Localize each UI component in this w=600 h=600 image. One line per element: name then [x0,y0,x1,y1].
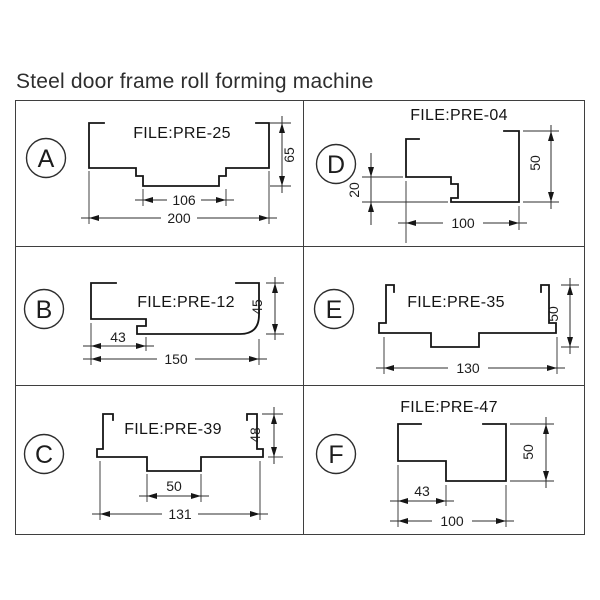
dimension-50-c: 50 [139,474,209,502]
file-label-b: FILE:PRE-12 [137,294,235,311]
dim-height-label-b: 45 [249,299,265,315]
panel-letter-a: A [38,145,55,173]
dim-width-label-e: 130 [456,360,480,376]
panel-letter-c: C [35,441,53,469]
dimension-50-e: 50 [545,278,579,354]
file-label-c: FILE:PRE-39 [124,421,222,438]
dimension-50-d: 50 [523,125,559,209]
letter-badge-a [25,137,67,179]
dimension-43-f: 43 [390,465,454,527]
dim-width-label-b: 150 [164,351,188,367]
dim-step-height-label-d: 20 [346,182,362,198]
panel-letter-b: B [36,296,53,324]
file-label-f: FILE:PRE-47 [400,399,498,416]
profile-outline-d [405,130,520,203]
panel-a-cell: A FILE:PRE-25 65 106 [16,101,304,247]
dimension-45: 45 [249,277,284,340]
panel-c-cell: C FILE:PRE-39 48 50 [16,386,304,534]
panel-f-drawing: F FILE:PRE-47 50 43 [315,399,554,529]
letter-badge-c [23,433,65,475]
panel-b-cell: B FILE:PRE-12 43 150 [16,247,304,386]
dim-width-label-f: 100 [440,513,464,529]
dim-step-width-label-f: 43 [414,483,430,499]
dim-height-label-c: 48 [247,427,263,443]
letter-badge-f [315,433,357,475]
file-label-e: FILE:PRE-35 [407,294,505,311]
dim-width-label-d: 100 [451,215,475,231]
dim-height-label-e: 50 [545,306,561,322]
panel-b-drawing: B FILE:PRE-12 43 150 [23,277,284,367]
panel-letter-d: D [327,151,345,179]
dim-height-label-d: 50 [527,155,543,171]
diagram-grid: A FILE:PRE-25 65 106 [15,100,585,535]
dimension-131: 131 [92,461,268,522]
panel-e-cell: E FILE:PRE-35 50 130 [304,247,584,386]
dimension-65: 65 [270,116,297,193]
dim-height-label-a: 65 [281,147,297,163]
dim-channel-width-label-c: 50 [166,478,182,494]
profile-outline-c [96,413,264,472]
panel-c-drawing: C FILE:PRE-39 48 50 [23,407,283,522]
panel-e-drawing: E FILE:PRE-35 50 130 [313,278,579,376]
dimension-100-f: 100 [390,485,514,529]
letter-badge-b [23,288,65,330]
profile-outline-e [378,284,557,348]
dim-width-label-c: 131 [168,506,192,522]
letter-badge-e [313,288,355,330]
dim-inner-width-label-a: 106 [172,192,196,208]
file-label-d: FILE:PRE-04 [410,107,508,124]
panel-a-drawing: A FILE:PRE-25 65 106 [25,116,297,226]
letter-badge-d [315,143,357,185]
panel-letter-f: F [328,441,343,469]
dimension-50-f: 50 [510,417,554,488]
page-title: Steel door frame roll forming machine [16,70,374,93]
dimension-130: 130 [376,337,565,376]
profile-outline-a [88,122,270,187]
dimension-106: 106 [135,189,234,208]
dim-step-width-label-b: 43 [110,329,126,345]
dimension-48: 48 [247,407,283,464]
file-label-a: FILE:PRE-25 [133,125,231,142]
dimension-20: 20 [346,153,448,225]
panel-letter-e: E [326,296,343,324]
profile-outline-f [397,423,507,482]
dim-outer-width-label-a: 200 [167,210,191,226]
panel-d-drawing: D FILE:PRE-04 20 50 [315,107,559,243]
dim-height-label-f: 50 [520,444,536,460]
dimension-150: 150 [83,339,267,367]
dimension-200: 200 [81,171,277,226]
panel-f-cell: F FILE:PRE-47 50 43 [304,386,584,534]
dimension-100-d: 100 [398,181,527,243]
profile-outline-b [90,282,260,335]
panel-d-cell: D FILE:PRE-04 20 50 [304,101,584,247]
dimension-43-b: 43 [83,323,154,365]
